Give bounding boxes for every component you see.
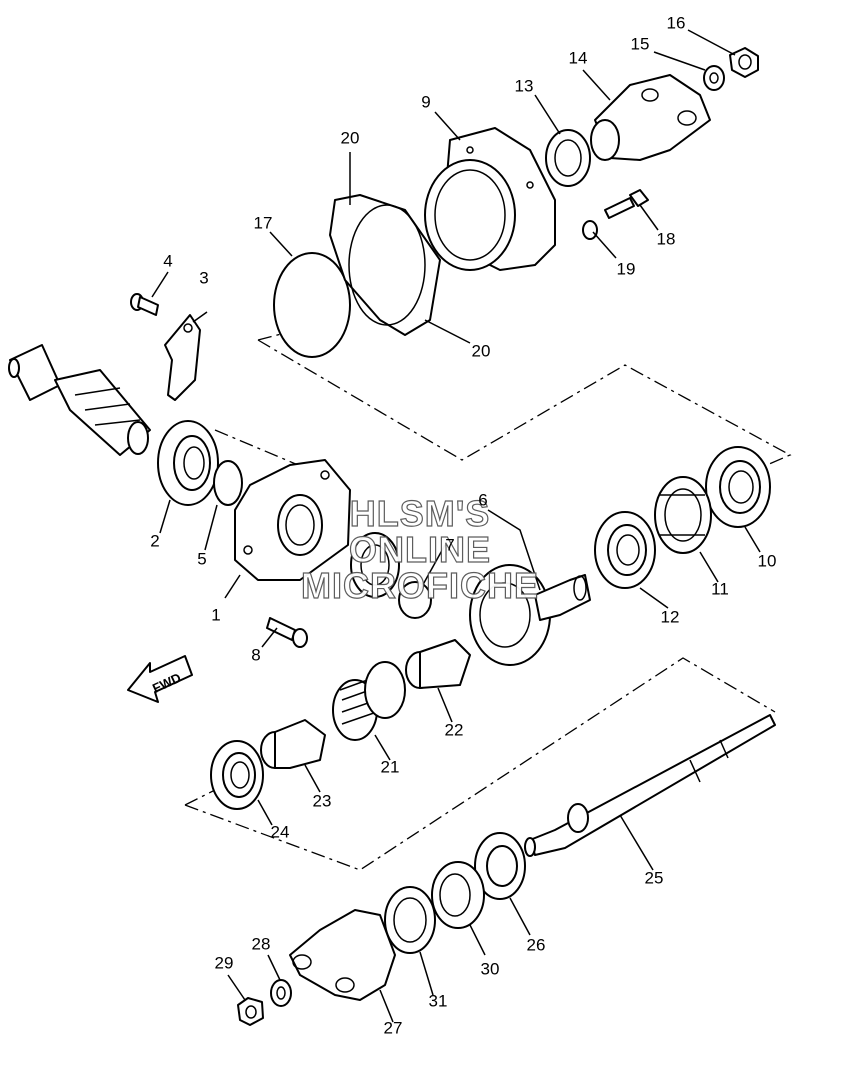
callout-21: 21	[381, 757, 400, 776]
callout-6: 6	[478, 490, 487, 509]
collar-23	[260, 719, 326, 769]
watermark-line-3: MICROFICHE	[301, 565, 539, 606]
ring-gear-6	[469, 564, 591, 666]
bearing-2	[157, 420, 219, 506]
callout-14: 14	[569, 48, 588, 67]
callout-10: 10	[758, 551, 777, 570]
cam-22	[405, 639, 471, 689]
callout-7: 7	[445, 535, 454, 554]
callout-29: 29	[215, 953, 234, 972]
bearing-10	[705, 446, 771, 528]
pinion-7	[350, 532, 432, 619]
callout-20-bottom: 20	[472, 341, 491, 360]
bolt-18	[604, 189, 649, 219]
bearing-26	[474, 832, 526, 900]
final-gear-cover-9	[424, 127, 556, 271]
callout-19: 19	[617, 259, 636, 278]
washer-15	[703, 65, 725, 91]
fwd-arrow: FWD	[127, 655, 193, 703]
shim-11	[654, 476, 712, 554]
callout-26: 26	[527, 935, 546, 954]
callout-2: 2	[150, 531, 159, 550]
callout-24: 24	[271, 822, 290, 841]
watermark-line-2: ONLINE	[349, 529, 491, 570]
callout-28: 28	[252, 934, 271, 953]
callout-22: 22	[445, 720, 464, 739]
nut-29	[237, 997, 264, 1026]
yoke-27	[289, 909, 396, 1001]
bolt-8	[266, 617, 308, 648]
callout-25: 25	[645, 868, 664, 887]
watermark: HLSM'S ONLINE MICROFICHE	[300, 492, 539, 606]
callout-23: 23	[313, 791, 332, 810]
callout-16: 16	[667, 13, 686, 32]
screw-4	[130, 293, 159, 316]
watermark-line-1: HLSM'S	[350, 493, 491, 534]
o-ring-17	[273, 252, 351, 358]
callout-20-top: 20	[341, 128, 360, 147]
drive-shaft-25	[524, 714, 776, 857]
callout-11: 11	[711, 579, 729, 598]
bearing-24	[210, 740, 264, 810]
washer-19	[582, 220, 598, 240]
input-shaft	[8, 344, 151, 456]
callout-12: 12	[661, 607, 680, 626]
callout-3: 3	[199, 268, 208, 287]
bearing-12	[594, 511, 656, 589]
callout-30: 30	[481, 959, 500, 978]
washer-28	[270, 979, 292, 1007]
callout-8: 8	[251, 645, 260, 664]
callout-27: 27	[384, 1018, 403, 1037]
callout-18: 18	[657, 229, 676, 248]
callout-1: 1	[211, 605, 220, 624]
callout-5: 5	[197, 549, 206, 568]
leader-lines	[151, 29, 761, 1023]
spring-21	[332, 661, 406, 741]
callout-13: 13	[515, 76, 534, 95]
gasket-20	[329, 194, 441, 336]
nut-30	[431, 861, 485, 929]
callout-15: 15	[631, 34, 650, 53]
callout-31: 31	[429, 991, 448, 1010]
nut-16	[729, 47, 759, 78]
bracket-3	[164, 314, 201, 401]
oil-seal-13	[545, 129, 591, 187]
seal-31	[384, 886, 436, 954]
callout-17: 17	[254, 213, 273, 232]
o-ring-5	[213, 460, 243, 506]
bearing-housing	[234, 459, 351, 581]
callout-4: 4	[163, 251, 172, 270]
callout-9: 9	[421, 92, 430, 111]
callout-labels: 1 2 3 4 5 6 7 8 9 10 11 12 13 14 15 16 1…	[150, 13, 776, 1037]
yoke-14	[590, 74, 711, 161]
